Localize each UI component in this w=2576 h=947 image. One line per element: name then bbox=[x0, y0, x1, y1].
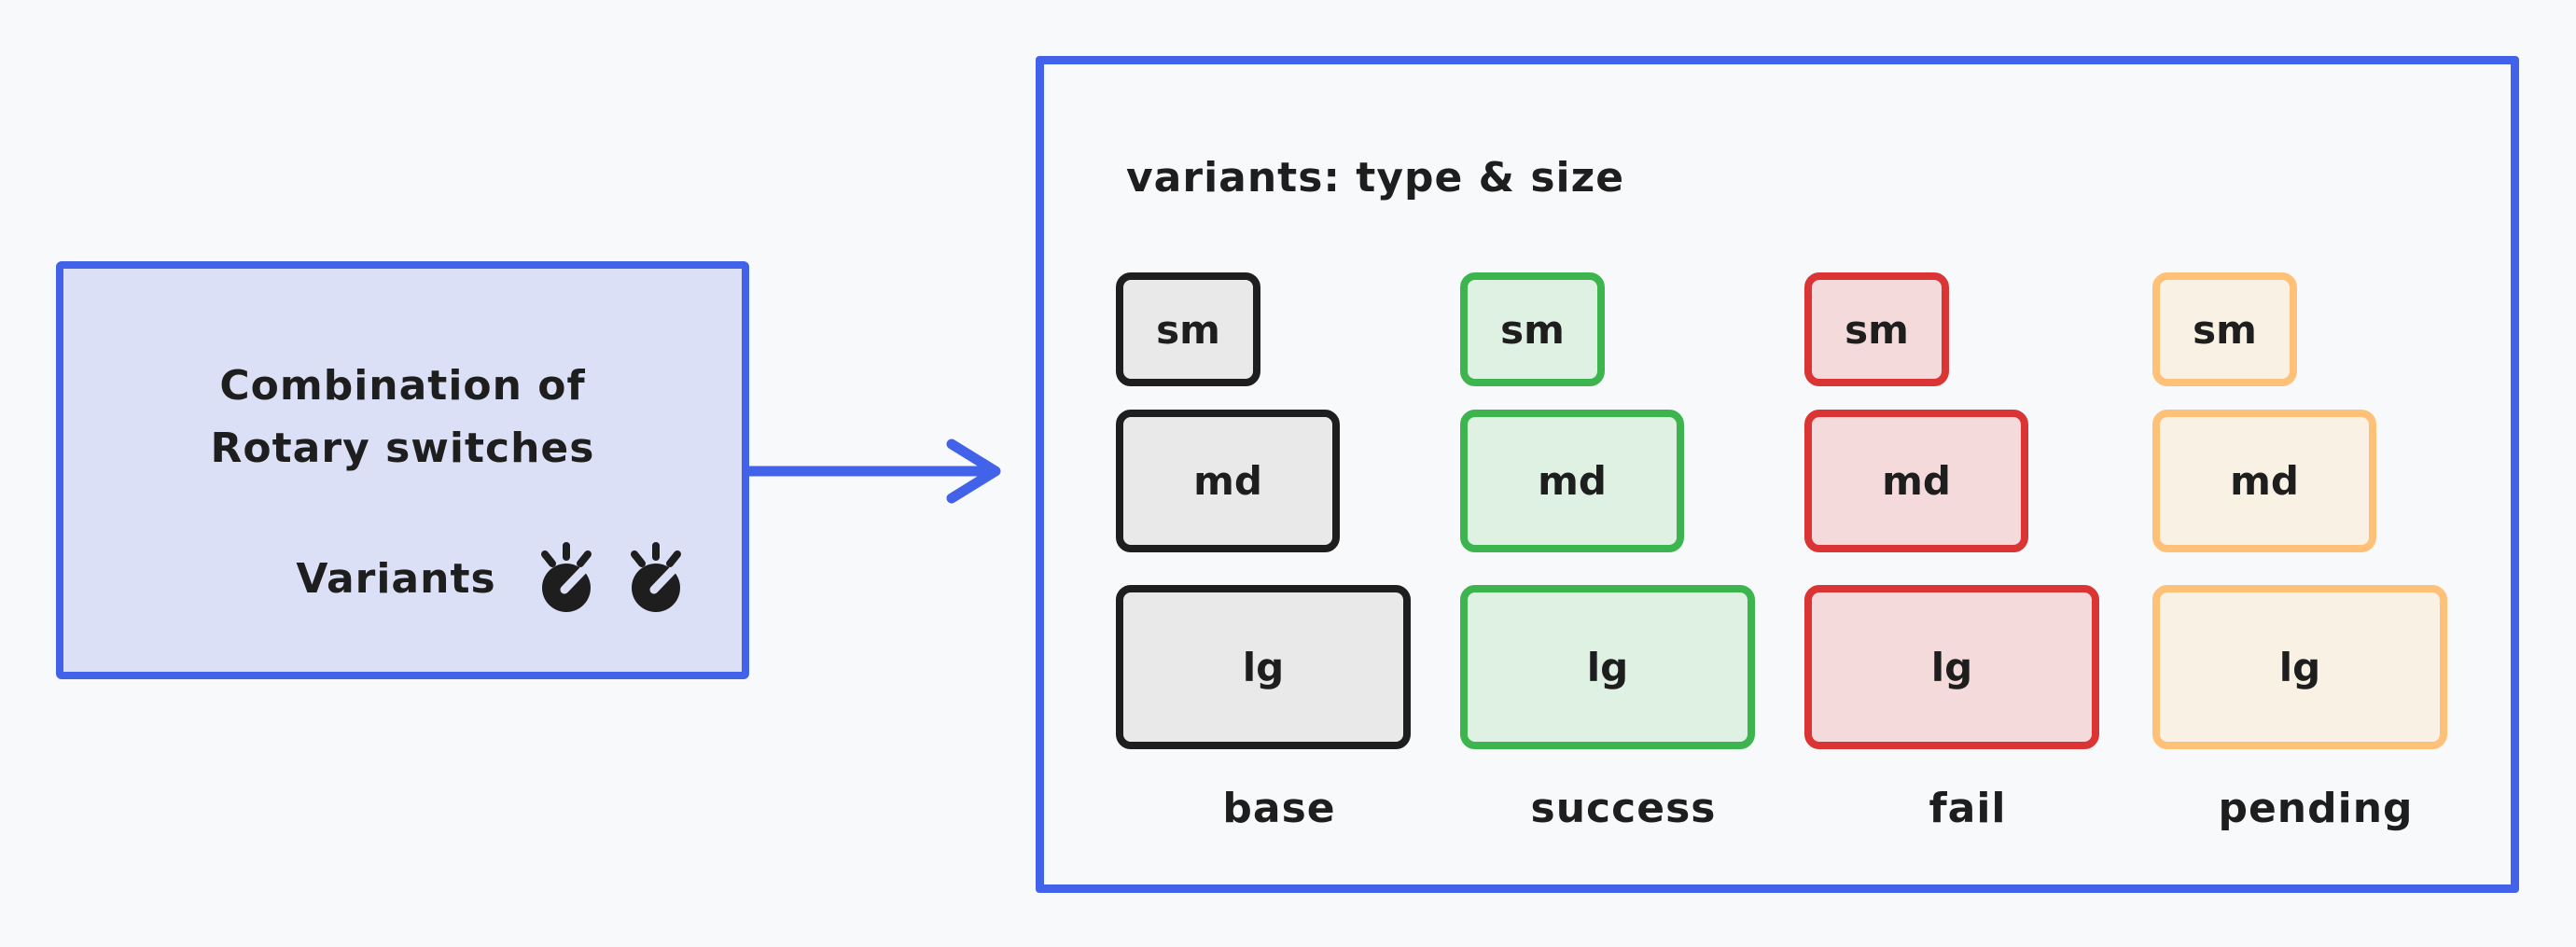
size-box-label: sm bbox=[1156, 306, 1220, 353]
variants-panel: variants: type & size sm md lg base sm m… bbox=[1036, 56, 2519, 893]
column-label-pending: pending bbox=[2218, 785, 2414, 832]
size-box-success-md: md bbox=[1460, 410, 1684, 552]
size-box-label: lg bbox=[2278, 644, 2321, 690]
size-box-label: md bbox=[1538, 458, 1607, 504]
size-box-fail-sm: sm bbox=[1804, 272, 1949, 386]
rotary-knob-icon bbox=[623, 542, 689, 615]
size-box-label: sm bbox=[1500, 306, 1565, 353]
size-box-label: lg bbox=[1586, 644, 1629, 690]
size-box-success-sm: sm bbox=[1460, 272, 1605, 386]
variants-label: Variants bbox=[296, 554, 496, 603]
size-box-base-sm: sm bbox=[1116, 272, 1260, 386]
size-box-pending-md: md bbox=[2152, 410, 2376, 552]
size-box-success-lg: lg bbox=[1460, 585, 1755, 749]
size-box-pending-sm: sm bbox=[2152, 272, 2297, 386]
source-box: Combination of Rotary switches Variants bbox=[56, 261, 749, 679]
size-box-fail-lg: lg bbox=[1804, 585, 2099, 749]
size-box-fail-md: md bbox=[1804, 410, 2028, 552]
size-box-pending-lg: lg bbox=[2152, 585, 2447, 749]
size-box-label: md bbox=[1882, 458, 1951, 504]
column-label-fail: fail bbox=[1929, 785, 2007, 832]
size-box-label: md bbox=[2230, 458, 2299, 504]
panel-title: variants: type & size bbox=[1126, 154, 1625, 202]
column-label-success: success bbox=[1530, 785, 1717, 832]
size-box-label: sm bbox=[2193, 306, 2257, 353]
flow-arrow-right-icon bbox=[746, 439, 1001, 504]
size-box-label: lg bbox=[1930, 644, 1973, 690]
source-title-line1: Combination of bbox=[219, 362, 586, 410]
column-label-base: base bbox=[1222, 785, 1336, 832]
rotary-knob-icon bbox=[534, 542, 599, 615]
variants-row: Variants bbox=[153, 522, 831, 634]
source-title-line2: Rotary switches bbox=[210, 425, 595, 472]
size-box-base-lg: lg bbox=[1116, 585, 1411, 749]
size-box-label: sm bbox=[1845, 306, 1909, 353]
size-box-label: md bbox=[1193, 458, 1262, 504]
size-box-label: lg bbox=[1242, 644, 1285, 690]
size-box-base-md: md bbox=[1116, 410, 1340, 552]
